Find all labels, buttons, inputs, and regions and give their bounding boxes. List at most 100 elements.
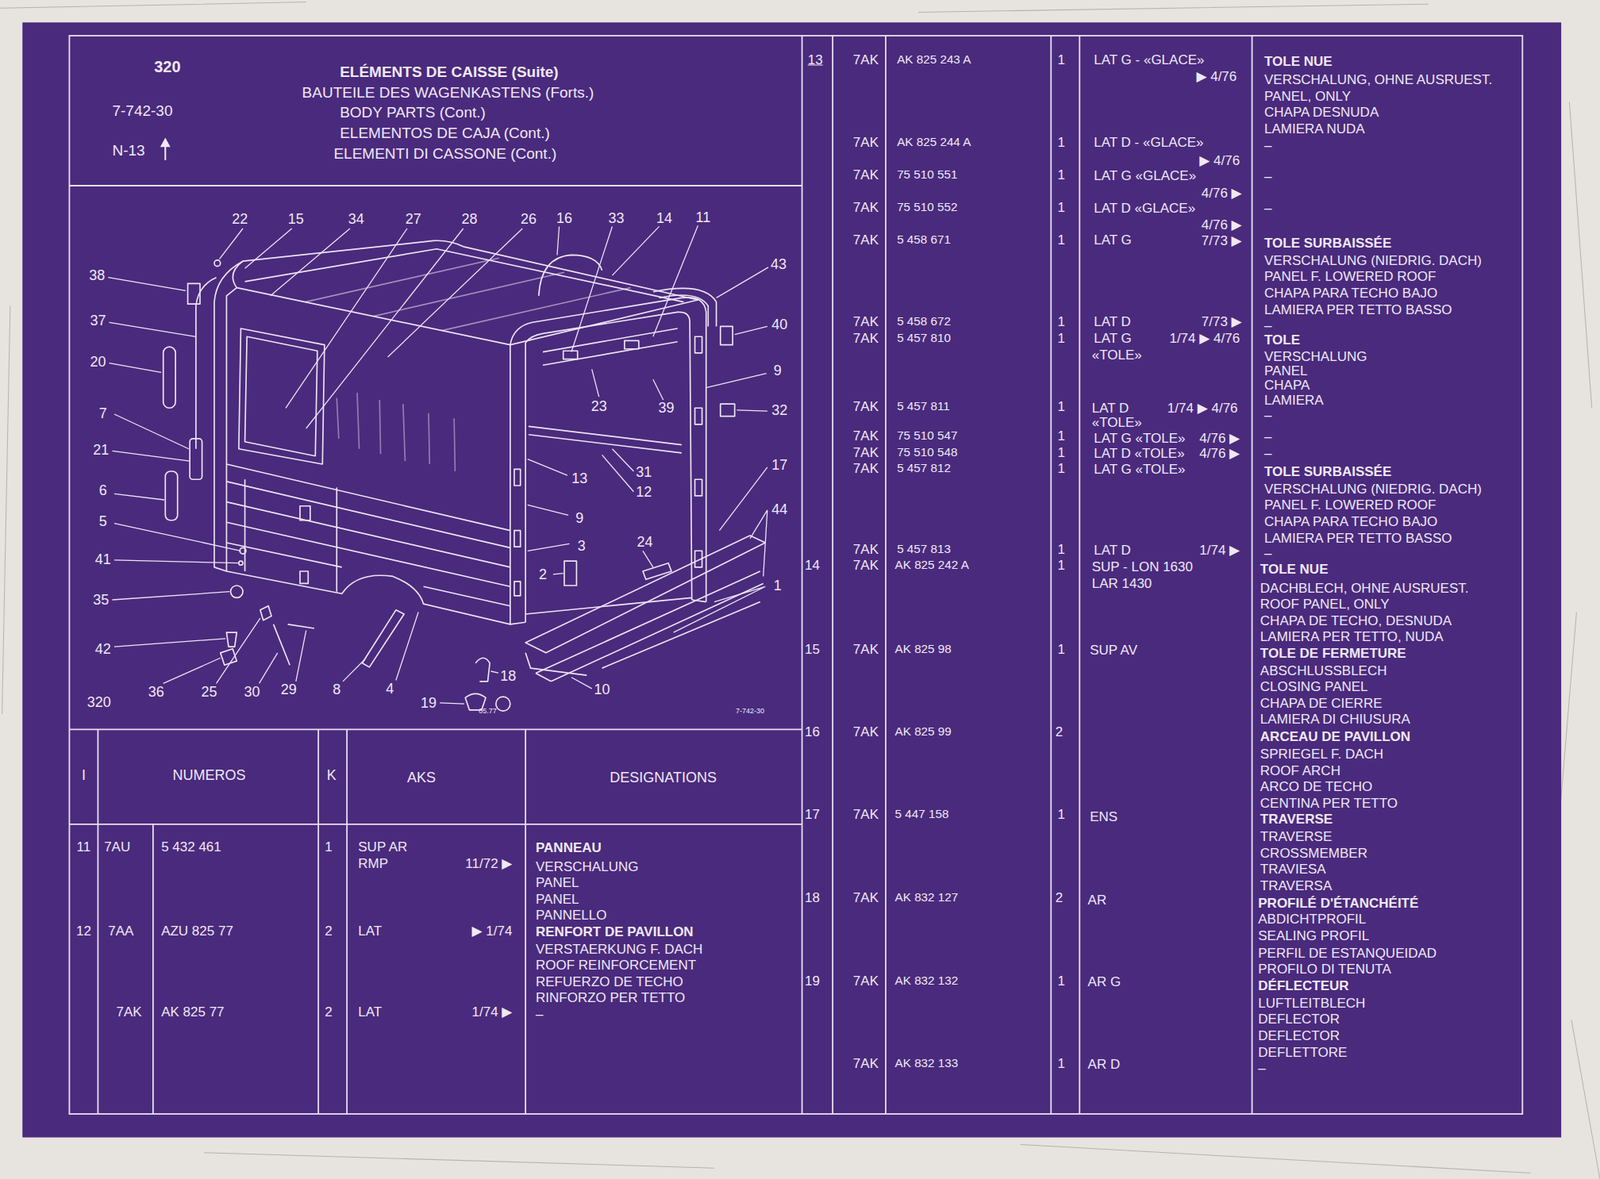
designation: VERSCHALUNG bbox=[1264, 349, 1367, 363]
callout-number: 36 bbox=[146, 684, 166, 700]
position-code: AR bbox=[1088, 893, 1108, 908]
direction-arrow bbox=[160, 138, 171, 161]
leader-lines bbox=[107, 267, 769, 450]
part-number: AK 825 243 A bbox=[896, 53, 971, 66]
van-body-drawing bbox=[510, 297, 707, 625]
leader-lines bbox=[219, 225, 698, 429]
designation: ROOF ARCH bbox=[1260, 763, 1341, 777]
prefix-code: 7AK bbox=[853, 167, 879, 181]
callout-number: 35 bbox=[91, 592, 111, 608]
designation: CROSSMEMBER bbox=[1260, 846, 1368, 860]
position-code: SUP AR bbox=[357, 840, 408, 854]
item-number: 15 bbox=[804, 642, 820, 656]
designation: CHAPA DE TECHO, DESNUDA bbox=[1260, 613, 1452, 627]
callout-number: 25 bbox=[200, 684, 220, 700]
part-number: 5 458 672 bbox=[896, 315, 951, 327]
van-body-drawing bbox=[163, 346, 176, 408]
designation: LAMIERA PER TETTO BASSO bbox=[1264, 530, 1453, 545]
van-body-drawing bbox=[245, 249, 685, 303]
designation: TOLE SURBAISSÉE bbox=[1264, 236, 1392, 250]
callout-number: 26 bbox=[519, 211, 539, 227]
designation: DEFLETTORE bbox=[1257, 1045, 1347, 1059]
prefix-code: 7AK bbox=[853, 724, 879, 739]
quantity: 1 bbox=[1057, 542, 1065, 556]
designation: PANNELLO bbox=[535, 908, 607, 923]
date-range: 7/73 ▶ bbox=[1201, 315, 1243, 329]
designation: ARCEAU DE PAVILLON bbox=[1260, 730, 1411, 744]
position-code: LAT D «GLACE» bbox=[1093, 201, 1196, 216]
prefix-code: 7AK bbox=[853, 52, 879, 66]
van-body-drawing bbox=[188, 283, 200, 304]
date-range: 11/72 ▶ bbox=[465, 856, 512, 870]
van-body-drawing bbox=[226, 464, 510, 607]
designation: ABDICHTPROFIL bbox=[1257, 912, 1366, 927]
van-body-drawing bbox=[564, 561, 577, 586]
quantity: 1 bbox=[1057, 1056, 1065, 1070]
part-number: AK 825 99 bbox=[895, 725, 952, 738]
van-body-drawing bbox=[361, 610, 404, 668]
table-rules bbox=[832, 35, 1252, 1115]
quantity: 1 bbox=[1057, 315, 1065, 329]
item-number: 16 bbox=[804, 724, 820, 739]
position-code: AR D bbox=[1088, 1057, 1121, 1072]
table-rules bbox=[69, 35, 1523, 1115]
callout-number: 20 bbox=[88, 354, 108, 370]
van-body-drawing bbox=[226, 632, 237, 647]
designation: TOLE DE FERMETURE bbox=[1260, 646, 1407, 660]
part-number: AK 825 98 bbox=[895, 642, 952, 655]
designation: TRAVIESA bbox=[1260, 862, 1327, 877]
part-number: 5 447 158 bbox=[895, 807, 950, 820]
prefix-code: 7AK bbox=[853, 558, 879, 573]
designation: CLOSING PANEL bbox=[1260, 680, 1369, 694]
designation: PERFIL DE ESTANQUEIDAD bbox=[1257, 946, 1437, 960]
part-number: AK 832 133 bbox=[895, 1057, 959, 1070]
prefix-code: 7AK bbox=[853, 1056, 879, 1070]
quantity: 1 bbox=[1057, 167, 1065, 181]
item-number: 11 bbox=[76, 840, 92, 854]
date-range: 4/76 ▶ bbox=[1199, 430, 1240, 445]
designation: CHAPA DE CIERRE bbox=[1260, 696, 1383, 710]
designation: VERSCHALUNG bbox=[535, 859, 639, 874]
designation: – bbox=[1264, 546, 1272, 560]
van-body-drawing bbox=[214, 260, 221, 267]
designation: TOLE bbox=[1264, 333, 1300, 347]
van-body-drawing bbox=[230, 585, 243, 598]
callout-number: 41 bbox=[93, 552, 113, 567]
callout-number: 37 bbox=[88, 313, 108, 328]
prefix-code: 7AK bbox=[853, 461, 879, 476]
position-code: LAT bbox=[357, 923, 382, 938]
designation: PROFILÉ D'ÉTANCHÉITÉ bbox=[1257, 896, 1419, 910]
quantity: 1 bbox=[1057, 52, 1065, 66]
position-code: LAT G bbox=[1093, 330, 1132, 345]
part-number: 5 457 812 bbox=[896, 462, 951, 475]
designation: LAMIERA PER TETTO BASSO bbox=[1264, 302, 1453, 316]
van-body-drawing bbox=[475, 657, 490, 682]
sheet-title: ELÉMENTS DE CAISSE (Suite) bbox=[339, 64, 559, 80]
table-rules bbox=[97, 729, 526, 1115]
van-body-drawing bbox=[260, 606, 272, 621]
callout-number: 2 bbox=[537, 567, 549, 582]
van-body-drawing bbox=[189, 438, 202, 480]
prefix-code: 7AK bbox=[853, 429, 879, 443]
designation: PANEL F. LOWERED ROOF bbox=[1264, 269, 1436, 284]
date-range: 7/73 ▶ bbox=[1201, 234, 1243, 248]
callout-number: 32 bbox=[769, 403, 789, 418]
designation: – bbox=[1264, 408, 1272, 423]
date-range: 4/76 ▶ bbox=[1201, 217, 1243, 231]
header-text: ELEMENTI DI CASSONE (Cont.) bbox=[333, 145, 557, 161]
quantity: 2 bbox=[1055, 891, 1063, 905]
van-body-drawing bbox=[196, 277, 217, 450]
quantity: 1 bbox=[1057, 642, 1065, 656]
position-code: LAT D - «GLACE» bbox=[1093, 134, 1204, 149]
callout-number: 7 bbox=[97, 406, 109, 421]
designation: SPRIEGEL F. DACH bbox=[1260, 747, 1384, 762]
designation: DEFLECTOR bbox=[1257, 1029, 1340, 1043]
quantity: 1 bbox=[1057, 429, 1065, 443]
callout-number: 12 bbox=[634, 484, 654, 500]
quantity: 2 bbox=[324, 923, 332, 938]
callout-number: 3 bbox=[576, 538, 588, 554]
table-rules bbox=[69, 35, 1523, 1115]
prefix-code: 7AK bbox=[853, 315, 879, 329]
designation: PROFILO DI TENUTA bbox=[1257, 962, 1392, 977]
position-code: LAT D bbox=[1092, 401, 1130, 416]
